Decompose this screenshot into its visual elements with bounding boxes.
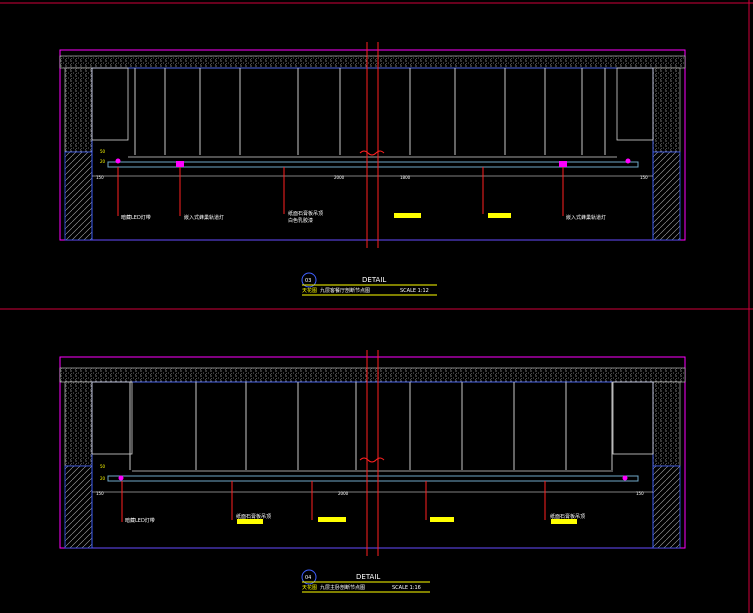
- detail-1-slab: [59, 55, 686, 69]
- detail-2-tag-d: [551, 519, 577, 524]
- detail-1-left-drop-box: [91, 67, 129, 141]
- detail-1-room-outline: [91, 67, 654, 241]
- detail-2-marker-icon: [301, 569, 317, 585]
- detail-2-right-wall: [652, 381, 681, 467]
- detail-1-light-right: [559, 161, 567, 167]
- detail-2-dim-right-bottom: 150: [636, 491, 644, 496]
- detail-1-left-wall-lower: [64, 151, 93, 241]
- detail-1-right-wall-lower: [652, 151, 681, 241]
- detail-2-dim-left-vertical-bottom: 20: [100, 476, 106, 481]
- detail-1-callout-mid-line1: 纸面石膏板吊顶: [288, 210, 323, 217]
- detail-1-dim-mid-right: 1800: [400, 175, 411, 180]
- detail-1-callout-mid-line2: 白色乳胶漆: [288, 217, 313, 224]
- detail-1-callout-left: 暗藏LED灯带: [121, 214, 151, 221]
- detail-1-right-drop-box: [616, 67, 654, 141]
- detail-2-left-wall: [64, 381, 93, 467]
- detail-2-slab: [59, 367, 686, 383]
- detail-1-callout-left-mid: 嵌入式蜂巢轨道灯: [184, 214, 224, 221]
- detail-2-dim-left-vertical-top: 50: [100, 464, 106, 469]
- detail-2-dim-mid: 2000: [338, 491, 349, 496]
- detail-1-subtitle: 九层客餐厅剖断节点图: [320, 287, 370, 294]
- detail-2-subtitle: 九层主卧剖断节点图: [320, 584, 365, 591]
- detail-1-leaders: [117, 167, 564, 216]
- detail-2-scale: SCALE 1:16: [392, 585, 421, 591]
- detail-1-title: DETAIL: [362, 276, 386, 284]
- detail-2-marker-number: 04: [305, 575, 311, 581]
- detail-1-dim-left-bottom: 150: [96, 175, 104, 180]
- detail-1-light-left: [176, 161, 184, 167]
- detail-1-dim-mid-left: 2000: [334, 175, 345, 180]
- detail-1-tag-b: [488, 213, 511, 218]
- detail-2-tag-b: [318, 517, 346, 522]
- detail-2-led-left: [118, 475, 124, 481]
- detail-2-callout-left: 暗藏LED灯带: [125, 517, 155, 524]
- detail-1-marker-number: 03: [305, 278, 311, 284]
- detail-2-subtitle-lead: 天花图: [302, 584, 317, 591]
- detail-1-hangers: [134, 68, 606, 155]
- detail-2-tag-a: [237, 519, 263, 524]
- detail-1-right-wall: [652, 67, 681, 153]
- detail-2-hangers: [129, 382, 613, 470]
- detail-1-left-wall: [64, 67, 93, 153]
- detail-2-title: DETAIL: [356, 573, 380, 581]
- detail-2-room-outline: [91, 381, 654, 549]
- detail-1-ceiling-board: [107, 161, 639, 168]
- detail-2-left-drop-box: [91, 381, 133, 455]
- detail-1-led-left: [115, 158, 121, 164]
- detail-1-dim-left-vertical-top: 50: [100, 149, 106, 154]
- detail-1-border: [59, 49, 686, 241]
- detail-2-ceiling-board: [107, 475, 639, 482]
- detail-1-scale: SCALE 1:12: [400, 288, 429, 294]
- detail-1-break-line-icon: [359, 42, 385, 248]
- detail-2-callout-mid-left: 纸面石膏板吊顶: [236, 513, 271, 520]
- detail-2-left-wall-lower: [64, 465, 93, 549]
- detail-2-leaders: [121, 481, 546, 522]
- detail-1-subtitle-lead: 天花图: [302, 287, 317, 294]
- detail-2-callout-right: 纸面石膏板吊顶: [550, 513, 585, 520]
- detail-1-marker-icon: [301, 272, 317, 288]
- detail-2-right-wall-lower: [652, 465, 681, 549]
- detail-2-tag-c: [430, 517, 454, 522]
- detail-2-right-drop-box: [612, 381, 654, 455]
- detail-1-dim-right-bottom: 150: [640, 175, 648, 180]
- detail-2-led-right: [622, 475, 628, 481]
- detail-1-dim-left-vertical-bottom: 20: [100, 159, 106, 164]
- detail-2-dim-left-bottom: 150: [96, 491, 104, 496]
- detail-2-break-line-icon: [359, 350, 385, 556]
- detail-section-1: 暗藏LED灯带 嵌入式蜂巢轨道灯 纸面石膏板吊顶 白色乳胶漆 嵌入式蜂巢轨道灯 …: [59, 42, 686, 296]
- detail-section-2: 暗藏LED灯带 纸面石膏板吊顶 纸面石膏板吊顶 50 20 150 2000 1…: [59, 350, 686, 593]
- detail-1-led-right: [625, 158, 631, 164]
- detail-1-tag-a: [394, 213, 421, 218]
- detail-1-callout-right: 嵌入式蜂巢轨道灯: [566, 214, 606, 221]
